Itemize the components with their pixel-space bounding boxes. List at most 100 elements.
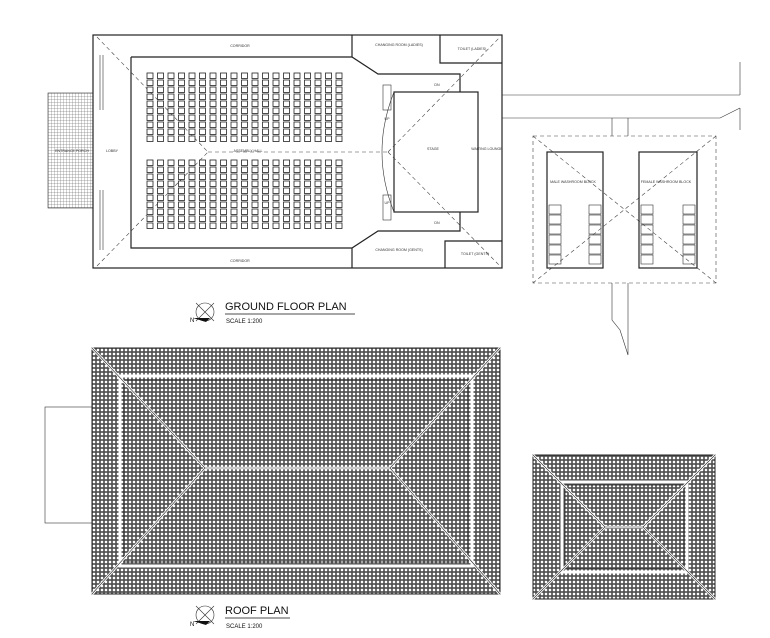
toilet-cubicle <box>640 224 654 235</box>
seat <box>146 215 154 222</box>
seat <box>314 86 322 93</box>
room-label-stage: STAGE <box>427 147 440 151</box>
seat <box>188 208 196 215</box>
seat <box>335 114 343 121</box>
north-label: N <box>190 318 194 324</box>
seat <box>157 201 164 208</box>
seat <box>272 135 280 142</box>
seat <box>304 121 311 128</box>
male-washroom-block <box>546 151 604 269</box>
seat <box>251 100 259 107</box>
seat <box>188 86 196 93</box>
seat <box>251 79 259 86</box>
room-label-toilet-gents: TOILET (GENTS) <box>461 252 489 256</box>
seat <box>314 79 322 86</box>
seat <box>272 194 280 201</box>
seat <box>178 121 185 128</box>
seat <box>314 107 322 114</box>
seat <box>157 72 164 79</box>
seat <box>262 128 269 135</box>
seat <box>167 187 175 194</box>
seat <box>167 159 175 166</box>
seat <box>178 93 185 100</box>
seat <box>304 187 311 194</box>
seat <box>293 215 301 222</box>
assembly-hall-wall <box>130 56 461 249</box>
seat <box>188 135 196 142</box>
seat <box>188 114 196 121</box>
room-label-female-washroom: FEMALE WASHROOM BLOCK <box>641 180 692 184</box>
seat <box>293 86 301 93</box>
seat <box>209 159 217 166</box>
seat <box>167 100 175 107</box>
seat <box>199 114 206 121</box>
seat <box>293 166 301 173</box>
entrance-porch <box>47 92 94 209</box>
seat <box>220 201 227 208</box>
seat <box>178 187 185 194</box>
seat <box>230 159 238 166</box>
seat <box>230 86 238 93</box>
seat <box>272 107 280 114</box>
seat <box>146 100 154 107</box>
toilet-cubicle <box>588 224 602 235</box>
seat <box>199 107 206 114</box>
seat <box>241 187 248 194</box>
north-arrow: N <box>190 605 215 628</box>
seat <box>314 93 322 100</box>
seat <box>272 222 280 229</box>
seat <box>146 166 154 173</box>
seat <box>178 201 185 208</box>
seat <box>304 166 311 173</box>
seat <box>262 215 269 222</box>
seat <box>199 72 206 79</box>
seat <box>220 79 227 86</box>
seat <box>283 107 290 114</box>
seat <box>272 208 280 215</box>
seat <box>209 173 217 180</box>
room-label-assembly-hall: ASSEMBLY HALL <box>233 149 262 153</box>
seat <box>157 194 164 201</box>
seat <box>262 107 269 114</box>
building-outer-wall <box>92 34 503 269</box>
seat <box>262 222 269 229</box>
seat <box>209 208 217 215</box>
seat <box>167 72 175 79</box>
seat <box>230 100 238 107</box>
seat <box>293 187 301 194</box>
seat <box>283 86 290 93</box>
seat <box>209 121 217 128</box>
seat <box>230 187 238 194</box>
seat <box>314 135 322 142</box>
seat <box>230 128 238 135</box>
seat <box>178 215 185 222</box>
seat <box>146 159 154 166</box>
seat <box>272 79 280 86</box>
stair-up-label: UP <box>385 201 391 205</box>
seat <box>314 72 322 79</box>
seat <box>188 79 196 86</box>
seat <box>251 201 259 208</box>
seat <box>241 121 248 128</box>
seat <box>251 222 259 229</box>
seat <box>241 215 248 222</box>
seat <box>230 79 238 86</box>
seat <box>241 208 248 215</box>
seat <box>293 173 301 180</box>
seat <box>262 159 269 166</box>
seat <box>146 194 154 201</box>
seat <box>272 93 280 100</box>
seat <box>178 194 185 201</box>
seat <box>325 100 332 107</box>
seat <box>262 100 269 107</box>
seat <box>314 100 322 107</box>
room-label-lobby: LOBBY <box>106 149 119 153</box>
seat <box>157 208 164 215</box>
seat <box>262 208 269 215</box>
seat <box>325 93 332 100</box>
seat <box>325 121 332 128</box>
seat <box>146 93 154 100</box>
seat <box>283 135 290 142</box>
seat <box>157 215 164 222</box>
